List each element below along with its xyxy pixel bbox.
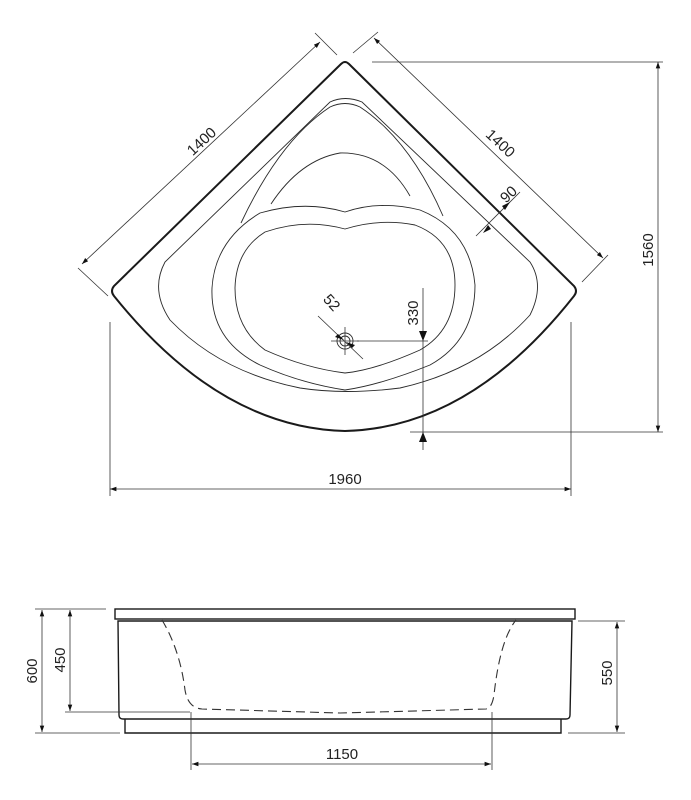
label-depth: 1560 — [640, 233, 657, 266]
inner-basin-hidden — [161, 619, 517, 714]
dimension-overall-width: 1960 — [109, 322, 572, 496]
backrest-outline — [240, 103, 444, 224]
label-drain-offset: 330 — [405, 300, 422, 325]
tub-body — [117, 620, 573, 720]
tub-base — [124, 719, 562, 734]
dimension-inner-depth: 450 — [52, 610, 190, 713]
dimension-left-side: 1400 — [77, 32, 338, 297]
dimension-right-side: 1400 — [352, 31, 609, 283]
label-rim-width: 90 — [497, 183, 521, 207]
top-view: 1400 1400 90 1560 330 — [77, 31, 663, 496]
dimension-depth: 1560 — [372, 61, 663, 433]
label-right-side: 1400 — [482, 126, 518, 161]
label-drain-diameter: 52 — [319, 291, 343, 315]
label-left-side: 1400 — [184, 124, 220, 159]
rim — [114, 608, 576, 620]
headrest-curve — [270, 152, 411, 205]
label-overall-width: 1960 — [328, 471, 361, 488]
label-inner-depth: 450 — [52, 647, 69, 672]
dimension-drain-diameter: 52 — [317, 291, 364, 360]
label-total-height: 600 — [24, 658, 41, 683]
tub-outline — [111, 61, 577, 433]
basin-outer — [211, 205, 476, 391]
side-view: 600 450 550 1150 — [24, 608, 625, 770]
rim-inner-line — [158, 98, 538, 392]
dimension-bottom-length: 1150 — [190, 712, 493, 770]
dimension-total-height: 600 — [24, 608, 120, 734]
dimension-drain-offset: 330 — [357, 288, 428, 450]
label-body-height: 550 — [599, 660, 616, 685]
dimension-body-height: 550 — [568, 620, 625, 734]
label-bottom-length: 1150 — [326, 746, 358, 763]
drain — [331, 327, 359, 355]
